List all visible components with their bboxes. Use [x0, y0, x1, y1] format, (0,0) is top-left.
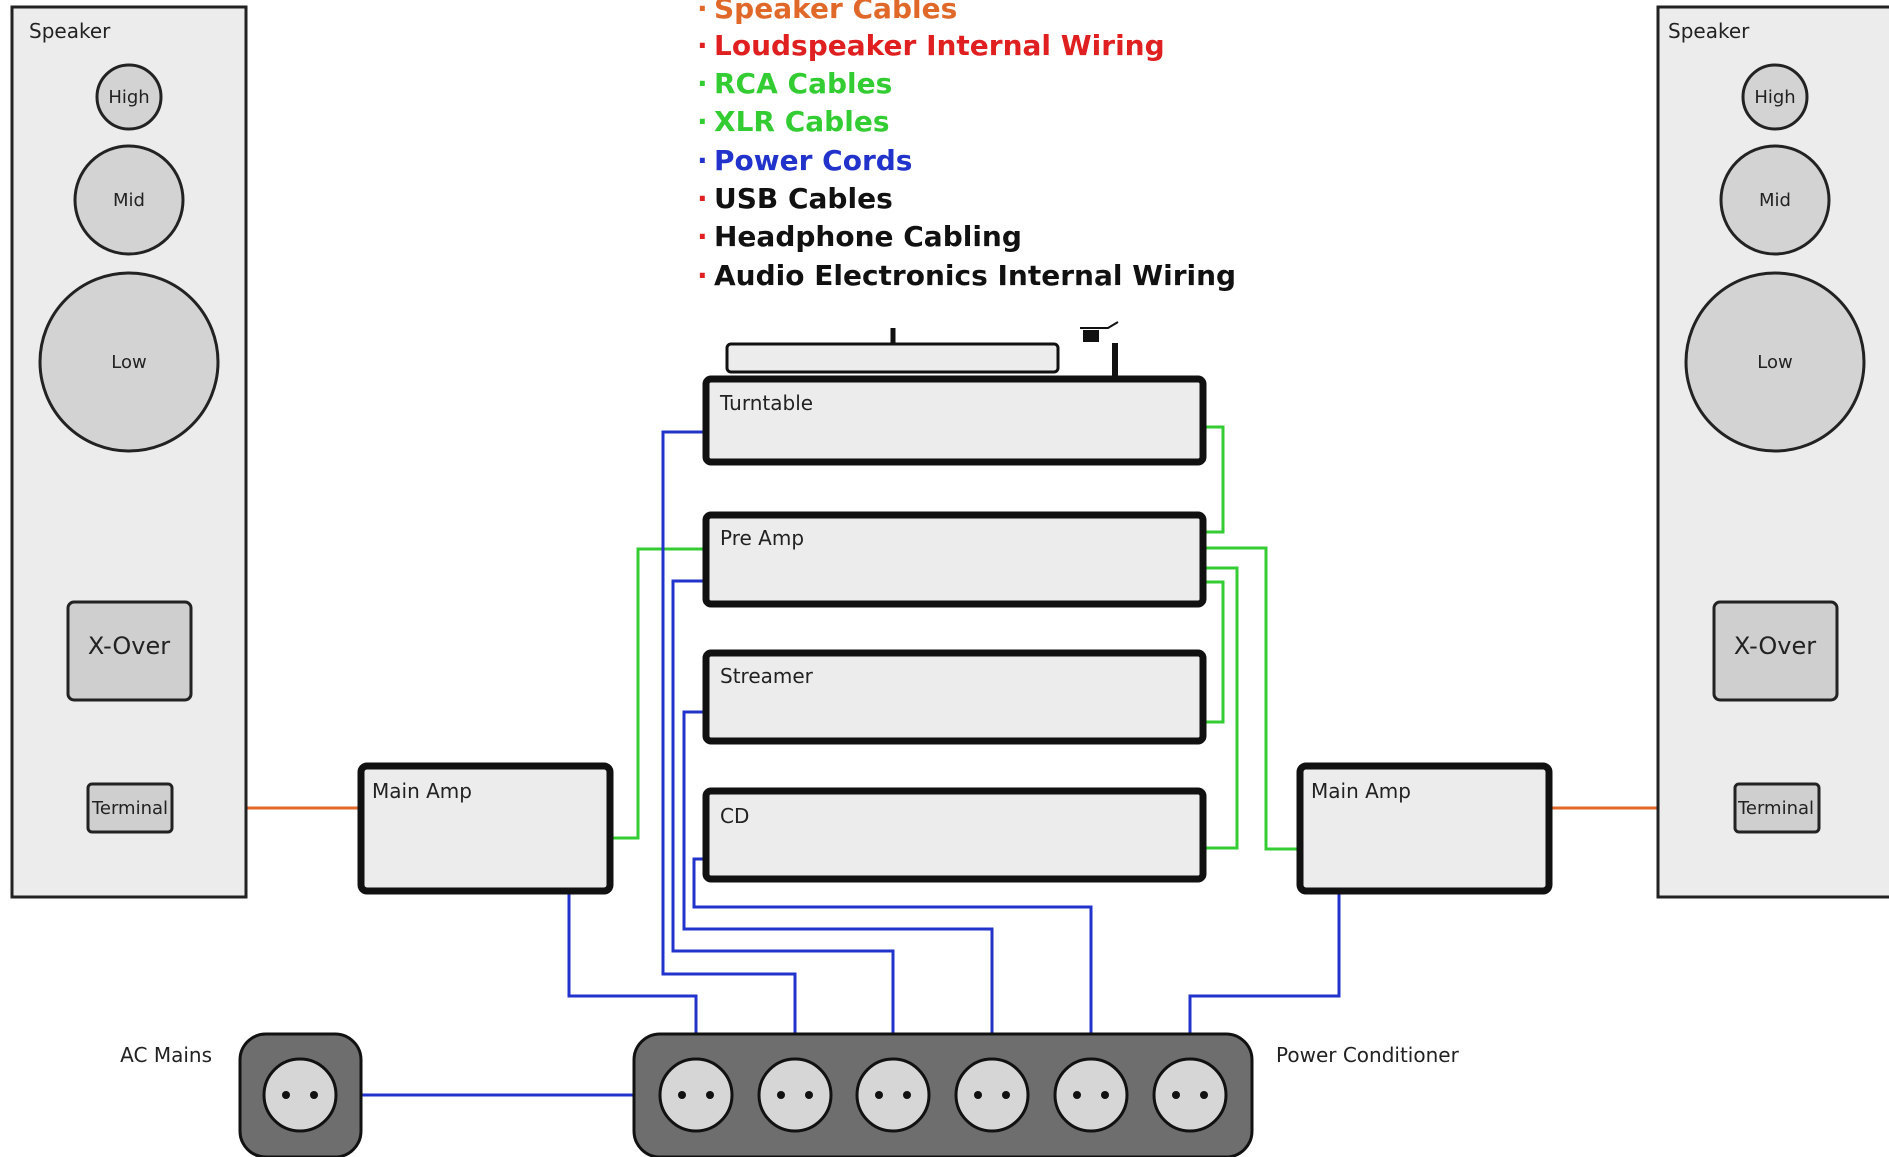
tonearm	[1080, 321, 1119, 329]
right-midrange-label: Mid	[1759, 190, 1791, 211]
cd-player: CD	[702, 787, 1207, 883]
signal-cables	[611, 425, 1300, 851]
power-conditioner-label: Power Conditioner	[1276, 1043, 1460, 1067]
legend-headphone-cabling: Headphone Cabling	[714, 220, 1022, 253]
legend-rca-cables: RCA Cables	[714, 67, 892, 100]
right-terminal	[1733, 782, 1821, 834]
left-speaker: Speaker High Mid Low X-Over Terminal	[10, 5, 248, 899]
streamer: Streamer	[702, 649, 1207, 745]
left-crossover-label: X-Over	[88, 632, 170, 660]
conditioner-socket-1	[658, 1057, 734, 1133]
left-terminal	[86, 782, 174, 834]
right-crossover-label: X-Over	[1734, 632, 1816, 660]
right-speaker-title: Speaker	[1668, 19, 1750, 43]
legend-bullet-3: ·	[697, 67, 708, 100]
conditioner-socket-5	[1053, 1057, 1129, 1133]
right-woofer	[1684, 271, 1866, 453]
right-woofer-label: Low	[1757, 352, 1792, 373]
streamer-label: Streamer	[720, 664, 814, 688]
legend-bullet-4: ·	[697, 105, 708, 138]
legend-bullet-7: ·	[697, 220, 708, 253]
left-midrange	[73, 144, 185, 256]
main-amp-left-label: Main Amp	[372, 779, 472, 803]
main-amp-right-label: Main Amp	[1311, 779, 1411, 803]
legend-bullet-8: ·	[697, 259, 708, 292]
ac-mains-label: AC Mains	[120, 1043, 212, 1067]
turntable-top	[725, 321, 1119, 378]
tonearm-headshell	[1083, 330, 1099, 342]
turntable-label: Turntable	[719, 391, 813, 415]
left-woofer-label: Low	[111, 352, 146, 373]
left-midrange-label: Mid	[113, 190, 145, 211]
main-amp-right: Main Amp	[1296, 762, 1553, 895]
turntable: Turntable	[702, 375, 1207, 466]
cd-label: CD	[720, 804, 749, 828]
right-terminal-label: Terminal	[1737, 798, 1814, 819]
legend-loudspeaker-internal-wiring: Loudspeaker Internal Wiring	[714, 29, 1165, 62]
conditioner-socket-6	[1152, 1057, 1228, 1133]
power-cords	[361, 430, 1341, 1097]
left-tweeter	[95, 63, 163, 131]
ac-mains-socket	[262, 1057, 338, 1133]
left-tweeter-label: High	[108, 87, 149, 108]
right-tweeter-label: High	[1754, 87, 1795, 108]
conditioner-socket-3	[855, 1057, 931, 1133]
conditioner-socket-4	[954, 1057, 1030, 1133]
legend-bullet-1: ·	[697, 0, 708, 25]
legend-speaker-cables: Speaker Cables	[714, 0, 957, 25]
conditioner-socket-2	[757, 1057, 833, 1133]
left-crossover	[66, 600, 193, 702]
legend-bullet-2: ·	[697, 29, 708, 62]
left-speaker-title: Speaker	[29, 19, 111, 43]
legend-bullet-6: ·	[697, 182, 708, 215]
legend-bullet-5: ·	[697, 144, 708, 177]
preamp-label: Pre Amp	[720, 526, 804, 550]
right-midrange	[1719, 144, 1831, 256]
main-amp-left: Main Amp	[357, 762, 614, 895]
right-crossover	[1712, 600, 1839, 702]
left-terminal-label: Terminal	[91, 798, 168, 819]
legend-usb-cables: USB Cables	[714, 182, 893, 215]
right-tweeter	[1741, 63, 1809, 131]
legend: · Speaker Cables · Loudspeaker Internal …	[697, 0, 1236, 292]
legend-audio-electronics-internal-wiring: Audio Electronics Internal Wiring	[714, 259, 1236, 292]
right-speaker: Speaker High Mid Low X-Over Terminal	[1656, 5, 1889, 899]
legend-power-cords: Power Cords	[714, 144, 912, 177]
preamp: Pre Amp	[702, 511, 1207, 608]
turntable-platter	[725, 342, 1060, 374]
ac-mains-outlet	[238, 1032, 363, 1157]
left-woofer	[38, 271, 220, 453]
legend-xlr-cables: XLR Cables	[714, 105, 889, 138]
power-conditioner	[632, 1032, 1254, 1157]
